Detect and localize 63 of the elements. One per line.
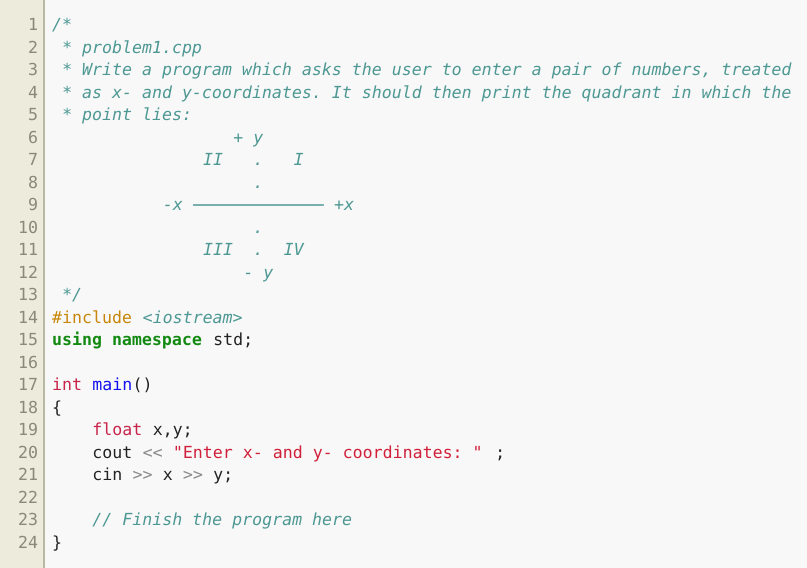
code-comment: */: [62, 284, 82, 306]
line-number: 16: [18, 352, 38, 374]
code-comment: * as x- and y-coordinates. It should then print the quadrant in which the: [62, 82, 792, 104]
line-number: 15: [18, 329, 38, 351]
function-name: main: [92, 374, 132, 396]
line-number: 23: [18, 509, 38, 531]
code-text: ;: [495, 442, 506, 464]
include-file-name: <iostream>: [142, 306, 243, 328]
code-text: {: [52, 396, 62, 418]
line-number: 21: [18, 464, 38, 486]
string-literal: "Enter x- and y- coordinates: ": [172, 442, 483, 464]
code-comment: .: [253, 239, 264, 261]
code-text: std;: [213, 329, 254, 351]
code-text: (): [132, 374, 153, 396]
code-operator: >>: [182, 464, 203, 486]
line-number: 12: [18, 262, 38, 284]
code-comment: * problem1.cpp: [62, 36, 202, 58]
line-number: 24: [18, 532, 38, 554]
code-comment: +x: [334, 194, 354, 216]
code-operator: <<: [142, 442, 163, 464]
code-comment: IV: [284, 239, 304, 261]
code-comment: /*: [52, 14, 72, 36]
line-number: 20: [18, 442, 38, 464]
line-number: 11: [18, 239, 38, 261]
line-number: 8: [28, 172, 38, 194]
code-text: x,y;: [152, 419, 193, 441]
line-number: 1: [28, 14, 38, 36]
code-comment: * Write a program which asks the user to enter a pair of numbers, treated: [62, 59, 792, 81]
code-comment: // Finish the program here: [92, 509, 352, 531]
code-comment: .: [253, 216, 264, 238]
code-comment: .: [253, 172, 264, 194]
code-text: x: [162, 464, 173, 486]
line-number: 2: [28, 36, 38, 58]
line-number: 22: [18, 486, 38, 508]
line-number: 10: [18, 216, 38, 238]
type-keyword: float: [92, 419, 142, 441]
code-text: cout: [92, 442, 132, 464]
code-comment: III: [203, 239, 234, 261]
code-comment: -x: [162, 194, 183, 216]
code-text: }: [52, 532, 62, 554]
preprocessor-directive: #include: [52, 306, 132, 328]
type-keyword: int: [52, 374, 82, 396]
code-text: cin: [92, 464, 122, 486]
code-operator: >>: [132, 464, 153, 486]
code-text: y;: [213, 464, 234, 486]
line-number: 9: [28, 194, 38, 216]
line-number: 13: [18, 284, 38, 306]
line-number: 5: [28, 104, 38, 126]
code-comment: .: [253, 149, 264, 171]
code-comment: + y: [233, 126, 264, 148]
line-number: 14: [18, 306, 38, 328]
code-comment: - y: [243, 262, 274, 284]
line-number: 6: [28, 126, 38, 148]
line-number: 3: [28, 59, 38, 81]
line-number: 7: [28, 149, 38, 171]
code-keyword: using namespace: [52, 329, 202, 351]
line-number: 18: [18, 396, 38, 418]
code-comment: * point lies:: [62, 104, 192, 126]
code-comment: I: [294, 149, 304, 171]
line-number: 4: [28, 82, 38, 104]
code-comment: II: [203, 149, 224, 171]
line-number: 19: [18, 419, 38, 441]
line-number: 17: [18, 374, 38, 396]
